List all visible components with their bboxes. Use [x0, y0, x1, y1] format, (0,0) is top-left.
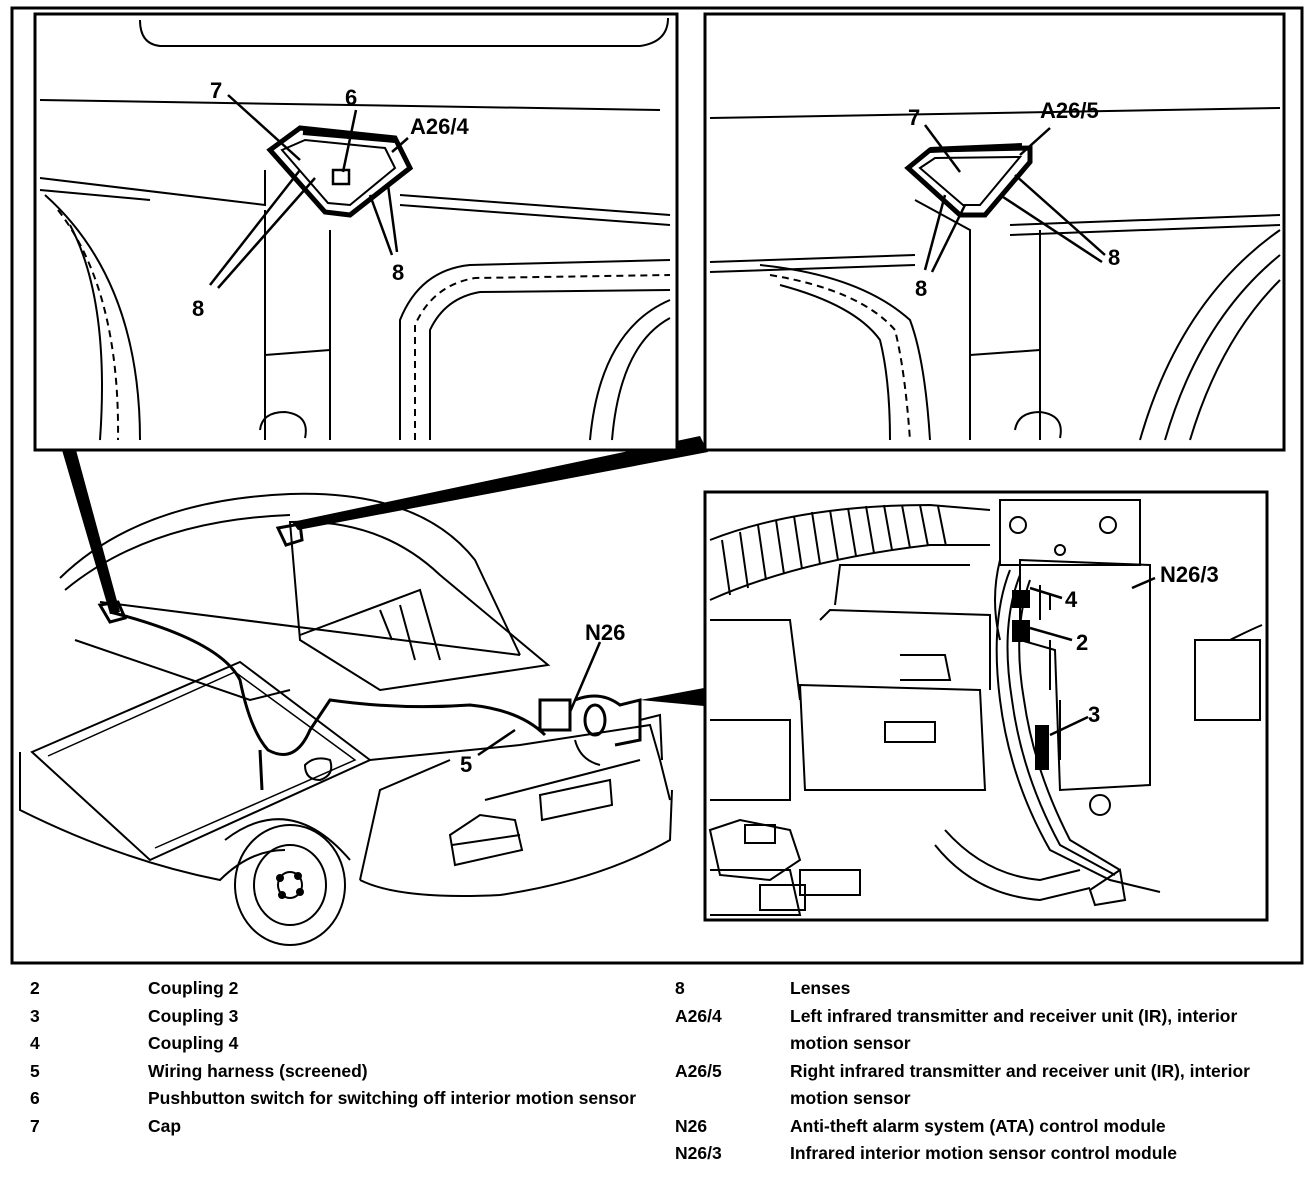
legend-desc: Wiring harness (screened) — [148, 1060, 368, 1081]
callout-8-right-b: 8 — [1108, 245, 1120, 270]
legend-code: 8 — [675, 978, 685, 998]
legend-code: 2 — [30, 978, 40, 998]
legend-row: N26 Anti-theft alarm system (ATA) contro… — [675, 1113, 1275, 1141]
leader-5 — [477, 728, 516, 757]
callout-a26-4: A26/4 — [410, 114, 469, 139]
legend-desc: Right infrared transmitter and receiver … — [790, 1060, 1250, 1109]
callout-n26-3: N26/3 — [1160, 562, 1219, 587]
legend-desc: Coupling 3 — [148, 1005, 239, 1026]
legend-row: 4 Coupling 4 — [30, 1030, 650, 1058]
legend-desc: Cap — [148, 1115, 182, 1136]
legend-code: 5 — [30, 1060, 40, 1081]
left-sensor-detail-panel: 7 6 A26/4 8 8 — [33, 12, 679, 452]
leader-n26 — [568, 641, 602, 713]
legend-desc: Anti-theft alarm system (ATA) control mo… — [790, 1115, 1166, 1136]
callout-7-right: 7 — [908, 105, 920, 130]
callout-n26: N26 — [585, 620, 625, 645]
legend-desc: Coupling 2 — [148, 978, 239, 998]
legend-row: 6 Pushbutton switch for switching off in… — [30, 1085, 650, 1113]
legend-code: A26/5 — [675, 1060, 722, 1081]
legend-row: A26/4 Left infrared transmitter and rece… — [675, 1003, 1275, 1058]
car-illustration — [19, 492, 673, 946]
legend-desc: Pushbutton switch for switching off inte… — [148, 1088, 637, 1108]
legend-right: 8 Lenses A26/4 Left infrared transmitter… — [675, 975, 1275, 1168]
legend-desc: Lenses — [790, 978, 851, 998]
leader-wedge-module — [640, 688, 704, 706]
legend-row: N26/3 Infrared interior motion sensor co… — [675, 1140, 1275, 1168]
legend-code: 3 — [30, 1005, 40, 1026]
callout-7-left: 7 — [210, 78, 222, 103]
control-module-detail-panel: N26/3 4 2 3 — [703, 490, 1269, 922]
legend-code: 4 — [30, 1033, 40, 1053]
right-sensor-detail-panel: 7 A26/5 8 8 — [703, 12, 1286, 452]
legend-desc: Infrared interior motion sensor control … — [790, 1143, 1177, 1163]
legend-code: N26/3 — [675, 1143, 722, 1163]
callout-2: 2 — [1076, 630, 1088, 655]
callout-4: 4 — [1065, 587, 1078, 612]
callout-6: 6 — [345, 85, 357, 110]
callout-8-left-b: 8 — [392, 260, 404, 285]
callout-a26-5: A26/5 — [1040, 98, 1099, 123]
legend-row: 5 Wiring harness (screened) — [30, 1058, 650, 1086]
legend-row: A26/5 Right infrared transmitter and rec… — [675, 1058, 1275, 1113]
legend-row: 2 Coupling 2 — [30, 975, 650, 1003]
legend-desc: Left infrared transmitter and receiver u… — [790, 1005, 1238, 1054]
legend-code: N26 — [675, 1115, 708, 1136]
legend-row: 7 Cap — [30, 1113, 650, 1141]
callout-8-right-a: 8 — [915, 276, 927, 301]
outer-frame — [10, 6, 1304, 965]
legend-row: 3 Coupling 3 — [30, 1003, 650, 1031]
legend-code: 6 — [30, 1088, 40, 1108]
legend-row: 8 Lenses — [675, 975, 1275, 1003]
callout-3: 3 — [1088, 702, 1100, 727]
legend-code: A26/4 — [675, 1005, 722, 1026]
legend-code: 7 — [30, 1115, 40, 1136]
leader-wedge-left — [62, 450, 120, 614]
callout-5: 5 — [460, 752, 472, 777]
callout-8-left-a: 8 — [192, 296, 204, 321]
legend-desc: Coupling 4 — [148, 1033, 239, 1053]
legend-left: 2 Coupling 2 3 Coupling 3 4 Coupling 4 5… — [30, 975, 650, 1140]
